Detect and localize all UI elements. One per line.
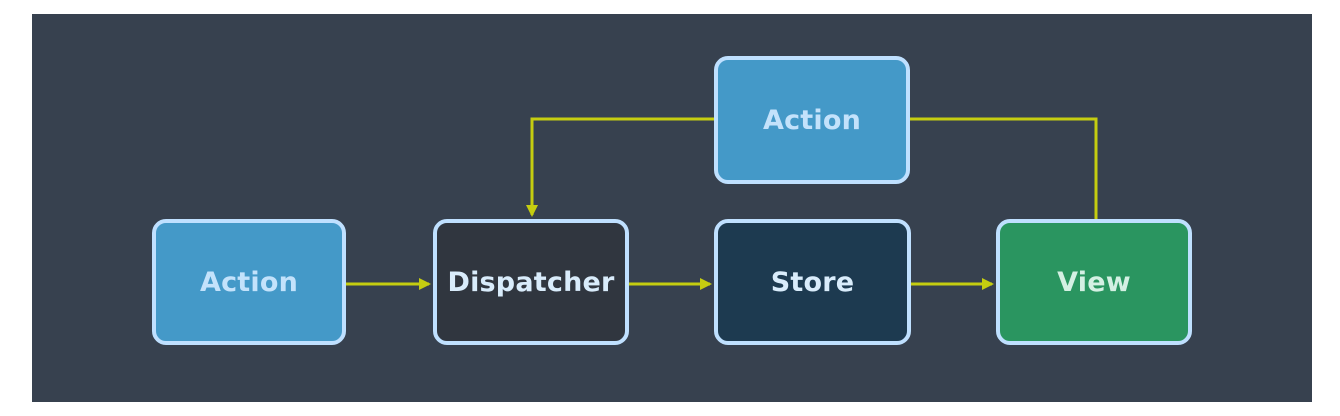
dispatcher-node-label: Dispatcher [447,266,615,298]
store-node: Store [714,219,911,345]
dispatcher-node: Dispatcher [433,219,629,345]
store-node-label: Store [770,266,855,298]
view-node: View [996,219,1192,345]
view-node-label: View [1057,266,1131,298]
action-top-node-label: Action [762,104,862,136]
action-node-label: Action [199,266,299,298]
action-node: Action [152,219,346,345]
action-top-node: Action [714,56,910,184]
